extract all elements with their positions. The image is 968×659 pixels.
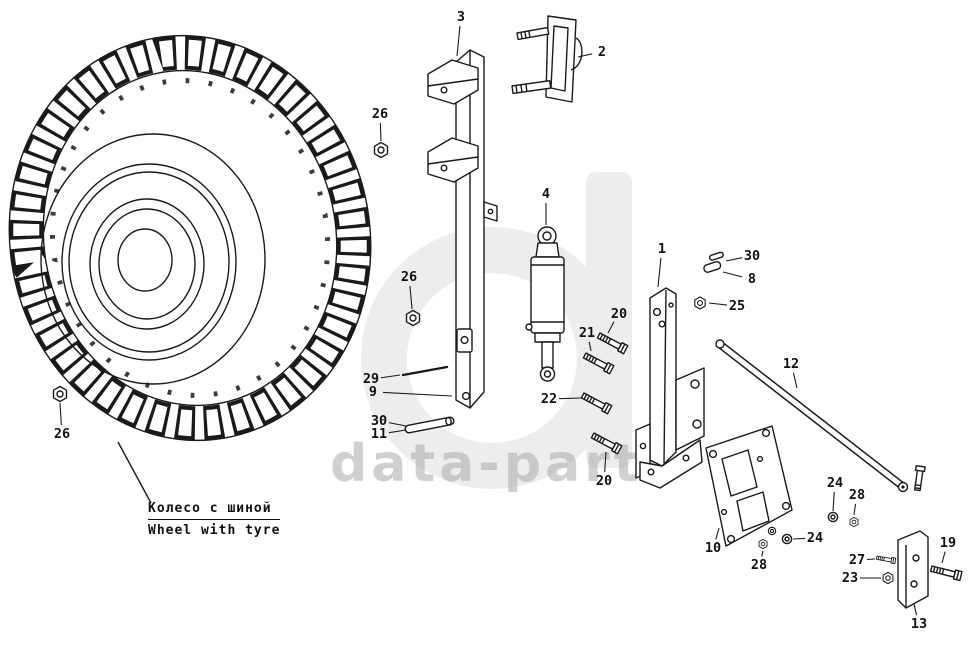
wheel-caption: Колесо с шиной Wheel with tyre [148, 501, 281, 538]
leader-line-3 [456, 25, 461, 57]
leader-line-21 [588, 341, 592, 352]
watermark-text: data-parts [330, 434, 678, 494]
leader-line-11 [388, 429, 407, 434]
part-26-nut-top [373, 141, 389, 159]
leader-line-28 [761, 550, 764, 557]
leader-line-29 [380, 374, 401, 379]
part-24-washer-lower [781, 533, 793, 545]
leader-line-30 [388, 422, 407, 427]
part-8-pin [703, 260, 722, 273]
clamp-bolt-lower [511, 80, 552, 95]
part-23-nut [882, 571, 894, 585]
caption-english: Wheel with tyre [148, 523, 281, 538]
leader-line-20 [604, 451, 607, 473]
leader-line-9 [382, 391, 453, 397]
leader-line-10 [715, 527, 720, 540]
part-12-rod [715, 339, 909, 493]
caption-russian: Колесо с шиной [148, 501, 281, 520]
leader-line-22 [558, 397, 582, 400]
leader-line-26 [59, 402, 62, 426]
part-10-gasket [705, 425, 793, 547]
wheel-rim [40, 133, 266, 385]
leader-line-12 [792, 372, 798, 389]
part-25-nut [694, 296, 706, 310]
part-29-pin [401, 365, 449, 377]
part-4-hydraulic-cylinder [525, 226, 565, 382]
small-pin [913, 465, 926, 492]
leader-line-24 [832, 491, 835, 512]
washer-extra [767, 526, 777, 536]
part-30-pin-top [708, 251, 724, 261]
part-26-nut-left [52, 385, 68, 403]
leader-line-26 [409, 285, 413, 310]
leader-line-8 [722, 271, 743, 278]
part-13-bracket [897, 530, 929, 609]
clamp-bolt-upper [516, 26, 550, 41]
leader-line-19 [941, 551, 946, 564]
leader-line-1 [657, 257, 662, 288]
leader-line-26 [379, 122, 382, 142]
part-26-nut-mid [405, 309, 421, 327]
part-1-bracket [635, 287, 705, 489]
leader-line-24 [792, 537, 806, 540]
part-28-nut-lower [758, 538, 768, 550]
caption-leader-line [117, 441, 152, 504]
leader-line-30 [725, 257, 743, 262]
part-2-clamp [511, 15, 583, 103]
leader-line-28 [853, 503, 857, 516]
leader-lines-layer [59, 25, 946, 616]
leader-line-27 [866, 558, 876, 561]
part-27-bolt [875, 554, 897, 565]
part-3-bracket-post [427, 49, 498, 409]
part-24-washer-upper [827, 511, 839, 523]
leader-line-20 [607, 321, 615, 334]
part-19-bolt [929, 563, 963, 582]
leader-line-2 [577, 53, 593, 58]
leader-line-25 [708, 302, 728, 306]
part-11-pin [404, 416, 455, 434]
part-28-nut-upper [849, 516, 859, 528]
wheel-with-tyre [8, 34, 372, 504]
watermark-glyph [361, 172, 632, 489]
leader-line-13 [913, 603, 918, 616]
